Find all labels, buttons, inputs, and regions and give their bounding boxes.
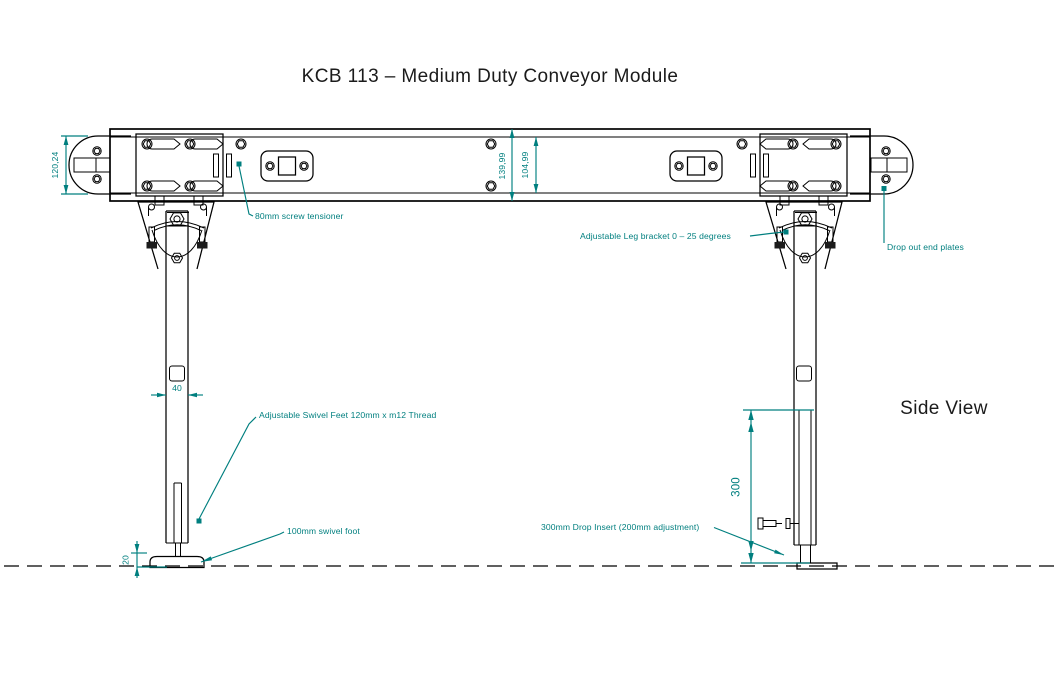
callout-drop-insert: 300mm Drop Insert (200mm adjustment) bbox=[541, 522, 785, 556]
callout-text-swivel-feet: Adjustable Swivel Feet 120mm x m12 Threa… bbox=[259, 410, 436, 420]
right-end-cap bbox=[850, 135, 914, 195]
dim-text-foot-height: 20 bbox=[121, 555, 131, 565]
callout-text-drop-insert: 300mm Drop Insert (200mm adjustment) bbox=[541, 522, 699, 532]
callout-text-leg-bracket: Adjustable Leg bracket 0 – 25 degrees bbox=[580, 231, 731, 241]
dim-beam-outer-height: 139,99 bbox=[497, 129, 515, 201]
tensioner-slots bbox=[213, 153, 769, 178]
callout-swivel-feet: Adjustable Swivel Feet 120mm x m12 Threa… bbox=[196, 410, 436, 524]
callout-text-screw-tensioner: 80mm screw tensioner bbox=[255, 211, 343, 221]
dim-text-end-plate-height: 120,24 bbox=[50, 151, 60, 178]
left-leg bbox=[149, 269, 205, 569]
callout-leg-bracket: Adjustable Leg bracket 0 – 25 degrees bbox=[580, 229, 789, 241]
callout-text-end-plates: Drop out end plates bbox=[887, 242, 964, 252]
clamp-bolt-fitted bbox=[785, 518, 799, 529]
dim-foot-height: 20 bbox=[121, 541, 167, 578]
clamp-bolt-loose bbox=[757, 517, 782, 530]
right-leg bbox=[757, 269, 838, 570]
dim-text-beam-outer: 139,99 bbox=[497, 152, 507, 179]
callout-text-swivel-foot: 100mm swivel foot bbox=[287, 526, 360, 536]
callout-swivel-foot: 100mm swivel foot bbox=[200, 526, 360, 563]
dim-beam-inner-height: 104,99 bbox=[520, 137, 539, 193]
left-end-cap bbox=[68, 135, 131, 195]
view-label: Side View bbox=[900, 398, 988, 419]
dim-text-drop-insert: 300 bbox=[731, 477, 743, 497]
dim-text-beam-inner: 104,99 bbox=[520, 151, 530, 178]
dim-text-leg-width: 40 bbox=[172, 383, 182, 393]
left-mount-plate bbox=[135, 133, 224, 206]
dim-leg-width: 40 bbox=[151, 383, 203, 398]
right-foot-plate bbox=[796, 562, 838, 570]
dim-drop-insert: 300 bbox=[731, 409, 814, 564]
callout-end-plates: Drop out end plates bbox=[881, 186, 964, 252]
page-title: KCB 113 – Medium Duty Conveyor Module bbox=[302, 66, 679, 87]
dim-end-plate-height: 120,24 bbox=[50, 135, 88, 195]
callout-screw-tensioner: 80mm screw tensioner bbox=[236, 161, 343, 221]
right-mount-plate bbox=[759, 133, 848, 206]
